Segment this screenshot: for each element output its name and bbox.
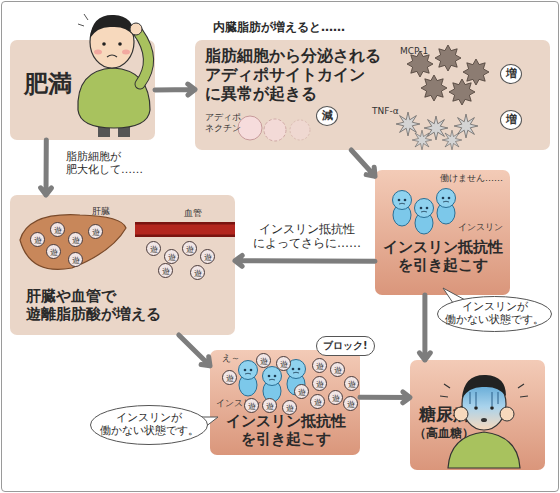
edge-label: インスリン抵抗性 によってさらに…… xyxy=(248,222,366,251)
flow-arrow xyxy=(155,84,195,95)
speech-text: 働けません…… xyxy=(440,173,503,184)
fatty-acid-marker: 遊 xyxy=(164,249,179,264)
callout-outline xyxy=(438,297,552,332)
fatty-acid-marker: 遊 xyxy=(68,252,83,267)
fatty-acid-marker: 遊 xyxy=(282,400,297,415)
fatty-acid-marker: 遊 xyxy=(310,394,325,409)
fatty-acid-marker: 遊 xyxy=(50,222,65,237)
change-marker: 増 xyxy=(500,64,522,84)
flow-arrow xyxy=(351,150,375,176)
fatty-acid-marker: 遊 xyxy=(330,362,345,377)
result-subtitle: （高血糖） xyxy=(410,426,478,440)
fatty-acid-marker: 遊 xyxy=(30,232,45,247)
fatty-acid-marker: 遊 xyxy=(312,358,327,373)
fatty-acid-marker: 遊 xyxy=(328,390,343,405)
flow-arrow xyxy=(235,255,375,266)
box-text: 肝臓や血管で 遊離脂肪酸が増える xyxy=(26,287,154,323)
fatty-acid-marker: 遊 xyxy=(182,241,197,256)
result-title: 糖尿病 xyxy=(414,404,474,424)
organ-name: 血管 xyxy=(184,208,202,219)
speech-text: え～ xyxy=(222,353,240,364)
box-text: インスリン抵抗性 を引き起こす xyxy=(222,412,349,448)
flow-arrow xyxy=(360,392,410,403)
callout-outline xyxy=(91,406,208,445)
flow-arrow xyxy=(41,140,52,195)
topic-box: 肥満 xyxy=(10,40,155,140)
fatty-acid-marker: 遊 xyxy=(294,384,309,399)
fatty-acid-marker: 遊 xyxy=(222,370,237,385)
flow-arrow xyxy=(419,295,430,360)
callout-bubble: インスリンが 働かない状態です。 xyxy=(90,405,208,445)
molecule-name: MCP-1 xyxy=(400,46,428,57)
change-marker: 減 xyxy=(316,106,338,126)
box-text: インスリン抵抗性 を引き起こす xyxy=(379,238,506,274)
fatty-acid-marker: 遊 xyxy=(256,353,271,368)
flow-arrow xyxy=(179,335,210,366)
fatty-acid-marker: 遊 xyxy=(344,376,359,391)
fatty-acid-marker: 遊 xyxy=(190,265,205,280)
organ-name: 肝臓 xyxy=(92,206,110,217)
fatty-acid-marker: 遊 xyxy=(276,356,291,371)
molecule-name: TNF-α xyxy=(372,106,399,117)
speech-bubble: ブロック! xyxy=(316,336,375,356)
molecule-name: アディポ ネクチン xyxy=(205,112,245,134)
edge-label: 脂肪細胞が 肥大化して…… xyxy=(66,150,150,176)
fatty-acid-marker: 遊 xyxy=(244,398,259,413)
fatty-acid-marker: 遊 xyxy=(200,249,215,264)
callout-bubble: インスリンが 働かない状態です。 xyxy=(437,296,552,332)
box-heading: 内臓脂肪が増えると…… xyxy=(213,20,433,34)
fatty-acid-marker: 遊 xyxy=(262,398,277,413)
fatty-acid-marker: 遊 xyxy=(146,241,161,256)
topic-title: 肥満 xyxy=(24,70,84,99)
callout-text: インスリンが 働かない状態です。 xyxy=(94,411,204,437)
result-box: 糖尿病 （高血糖） xyxy=(410,360,545,470)
fatty-acid-marker: 遊 xyxy=(88,224,103,239)
callout-text: インスリンが 働かない状態です。 xyxy=(441,300,548,326)
character-name: インスリン xyxy=(458,222,503,233)
fatty-acid-marker: 遊 xyxy=(343,396,358,411)
process-box: インスリン抵抗性 を引き起こす xyxy=(375,170,510,295)
fatty-acid-marker: 遊 xyxy=(158,263,173,278)
fatty-acid-marker: 遊 xyxy=(68,232,83,247)
fatty-acid-marker: 遊 xyxy=(312,376,327,391)
fatty-acid-marker: 遊 xyxy=(46,244,61,259)
change-marker: 増 xyxy=(500,110,522,130)
box-text: 脂肪細胞から分泌される アディポサイトカイン に異常が起きる xyxy=(205,46,393,104)
process-box: 内臓脂肪が増えると……脂肪細胞から分泌される アディポサイトカイン に異常が起き… xyxy=(195,40,550,150)
